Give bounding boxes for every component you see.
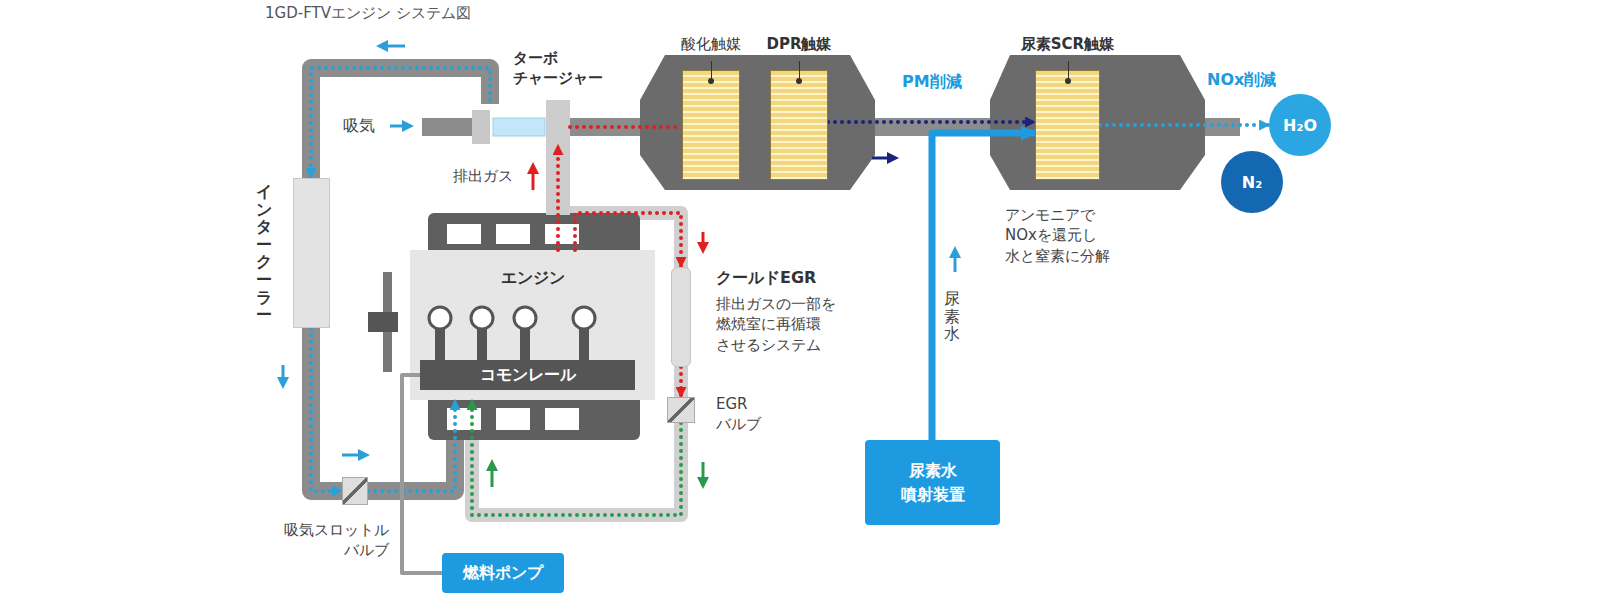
flow-arrow: [282, 365, 285, 383]
node-label: 吸気スロットル バルブ: [271, 520, 389, 561]
flow-arrow: [872, 157, 893, 160]
node-label: エンジン: [410, 268, 655, 289]
molecule-circle: H₂O: [1269, 94, 1331, 156]
flow-arrow: [954, 252, 957, 272]
turbocharger-body: [472, 100, 570, 215]
turbocharger-body: [472, 110, 490, 144]
catalyst-block: DPR触媒: [770, 70, 828, 180]
flow-connector: [575, 213, 681, 267]
node-label: インタークーラー: [256, 183, 272, 324]
annotation-label: 排出ガス: [453, 167, 513, 186]
pipe-band: [422, 118, 475, 136]
annotation-label: 吸気: [343, 116, 375, 137]
engine-block: [368, 312, 398, 332]
flow-arrow: [702, 232, 705, 248]
flow-arrow: [342, 454, 364, 457]
catalyst-housing: [640, 55, 1205, 190]
flow-connector: [368, 400, 455, 491]
flow-connector: [556, 145, 560, 250]
engine-block: [545, 224, 579, 244]
engine-block: [368, 213, 655, 440]
flow-arrow: [702, 462, 705, 483]
node-body: 排出ガスの一部を 燃焼室に再循環 させるシステム: [716, 294, 851, 355]
engine-block: [573, 307, 595, 329]
catalyst-housing: [640, 55, 875, 190]
node-label: クールドEGR: [716, 268, 816, 289]
catalyst-block: 尿素SCR触媒: [1035, 70, 1100, 180]
egr-valve: EGR バルブ: [667, 397, 695, 423]
engine-block: [496, 408, 530, 430]
engine-block: [545, 408, 579, 430]
turbocharger: ターボ チャージャー: [470, 100, 570, 145]
engine-block: [429, 307, 451, 329]
flow-connector: [570, 125, 682, 129]
throttle-valve: 吸気スロットル バルブ: [342, 477, 368, 505]
flow-connector: [828, 120, 1035, 124]
flow-connector: [311, 328, 342, 491]
flow-connector: [402, 375, 442, 573]
annotation-label: NOx削減: [1207, 70, 1276, 91]
turbocharger-body: [493, 118, 545, 136]
diagram-title: 1GD-FTVエンジン システム図: [265, 4, 471, 23]
node-label: 酸化触媒: [653, 35, 769, 54]
node-label: H₂O: [1283, 116, 1317, 135]
urea-pipe: [932, 133, 1035, 440]
engine-block: [410, 250, 655, 400]
leader-dot: [796, 78, 802, 84]
pipe-band: [1200, 118, 1240, 136]
node-label: 尿素SCR触媒: [996, 35, 1139, 54]
flow-arrow: [532, 168, 535, 190]
node-label: 尿素水 噴射装置: [893, 459, 973, 507]
catalyst-block: 酸化触媒: [682, 70, 740, 180]
engine-block: [447, 224, 481, 244]
urea-injector: 尿素水 噴射装置: [865, 440, 1000, 525]
flow-arrow: [283, 46, 955, 487]
annotation-label: PM削減: [902, 72, 962, 93]
engine-block: [447, 408, 481, 430]
node-label: ターボ チャージャー: [513, 48, 623, 89]
node-label: DPR触媒: [741, 35, 857, 54]
common-rail: コモンレール: [420, 360, 635, 390]
node-label: コモンレール: [480, 365, 576, 386]
node-label: N₂: [1242, 173, 1262, 192]
flow-arrow: [390, 125, 408, 128]
flow-arrow: [382, 45, 405, 48]
leader-dot: [1065, 78, 1071, 84]
flow-connector: [472, 400, 681, 515]
flow-connector: [679, 367, 683, 397]
leader-dot: [708, 78, 714, 84]
flow-connector: [1100, 123, 1269, 127]
node-label: EGR バルブ: [716, 394, 776, 435]
engine-block: [471, 307, 493, 329]
engine-block: [496, 224, 530, 244]
engine-block: [514, 307, 536, 329]
flow-arrow: [491, 465, 494, 487]
egr-cooler: クールドEGR排出ガスの一部を 燃焼室に再循環 させるシステム: [671, 267, 691, 367]
annotation-label: 尿素水: [944, 290, 960, 343]
intercooler: インタークーラー: [293, 178, 330, 328]
engine: エンジンコモンレール: [410, 250, 655, 400]
flow-connector: [311, 68, 490, 178]
molecule-circle: N₂: [1221, 151, 1283, 213]
fuel-pump: 燃料ポンプ: [442, 553, 564, 593]
annotation-label: アンモニアで NOxを還元し 水と窒素に分解: [1005, 205, 1130, 266]
node-label: 燃料ポンプ: [463, 563, 543, 584]
